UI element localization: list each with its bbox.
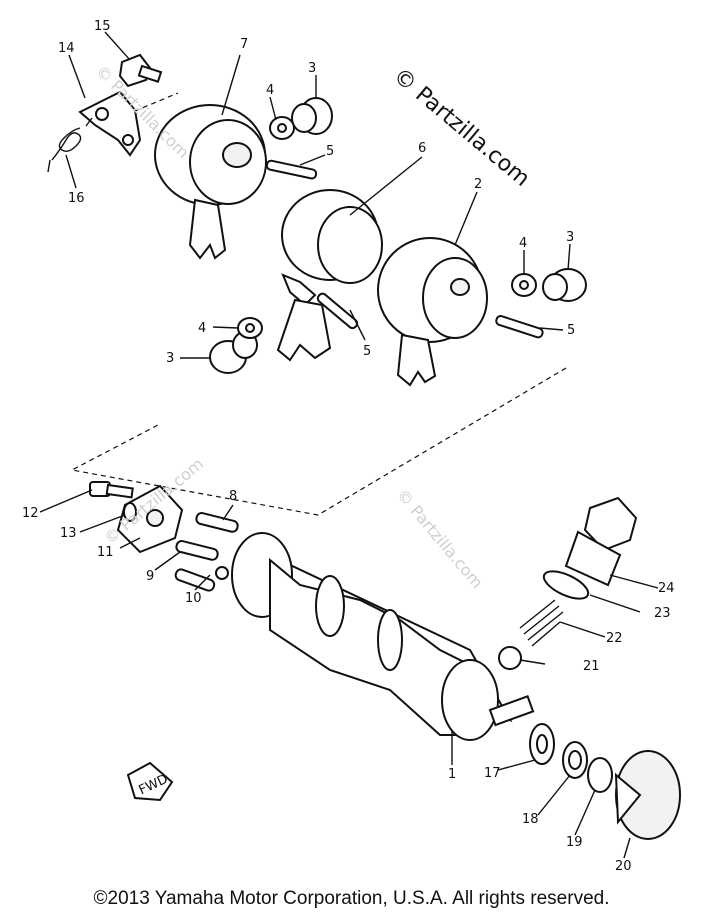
ball-21 (498, 646, 522, 670)
roller-4-left (237, 317, 263, 339)
gasket-23 (542, 570, 590, 600)
clip-19 (587, 757, 613, 793)
callout-2: 2 (474, 177, 482, 192)
roller-4-top (269, 116, 295, 140)
callout-15: 15 (94, 19, 111, 34)
cover-20 (614, 750, 681, 840)
callout-22: 22 (606, 631, 623, 646)
callout-21: 21 (583, 659, 600, 674)
pin-5-right (495, 315, 544, 339)
shift-fork-2 (377, 237, 488, 387)
callout-leaders (39, 31, 659, 859)
bolt-15 (118, 53, 163, 88)
cam-roller-3-right (542, 268, 587, 302)
spring-16 (47, 117, 93, 173)
callout-23: 23 (654, 606, 671, 621)
callout-11: 11 (97, 545, 114, 560)
shift-drum-1 (231, 532, 535, 741)
screw-12 (89, 481, 134, 499)
fwd-arrow-icon: FWD (126, 761, 174, 802)
pin-5-top (265, 159, 318, 180)
shift-fork-6 (276, 189, 383, 362)
callout-5-mid: 5 (363, 344, 371, 359)
callout-18: 18 (522, 812, 539, 827)
shift-fork-7 (154, 104, 267, 260)
callout-3-top: 3 (308, 61, 316, 76)
callout-10: 10 (185, 591, 202, 606)
callout-1: 1 (448, 767, 456, 782)
callout-numbers: 7 6 2 3 4 5 4 3 5 4 3 5 14 15 16 8 9 10 … (22, 19, 675, 874)
bearing-18 (562, 741, 588, 779)
shift-lever-14 (78, 90, 142, 157)
dowel-pin-9 (175, 540, 219, 561)
roller-4-right (511, 273, 537, 297)
cam-roller-3-top (291, 97, 333, 135)
callout-6: 6 (418, 141, 426, 156)
callout-9: 9 (146, 569, 154, 584)
washer-13 (123, 502, 137, 522)
dowel-pin-10 (174, 566, 229, 592)
callout-3-left: 3 (166, 351, 174, 366)
callout-20: 20 (615, 859, 632, 874)
callout-5-top: 5 (326, 144, 334, 159)
copyright-notice: ©2013 Yamaha Motor Corporation, U.S.A. A… (93, 888, 610, 909)
callout-24: 24 (658, 581, 675, 596)
dowel-pin-8 (195, 512, 239, 533)
callout-4-right: 4 (519, 236, 527, 251)
callout-19: 19 (566, 835, 583, 850)
shift-cam-plate-11 (116, 484, 184, 554)
pin-5-mid (316, 292, 359, 330)
callout-5-right: 5 (567, 323, 575, 338)
callout-4-top: 4 (266, 83, 274, 98)
spring-22 (519, 599, 564, 647)
callout-3-right: 3 (566, 230, 574, 245)
callout-12: 12 (22, 506, 39, 521)
callout-16: 16 (68, 191, 85, 206)
plug-24 (564, 496, 638, 587)
watermark-top: © Partzilla.com (388, 63, 534, 191)
callout-4-left: 4 (198, 321, 206, 336)
callout-17: 17 (484, 766, 501, 781)
callout-13: 13 (60, 526, 77, 541)
watermark-lower: © Partzilla.com (393, 485, 487, 592)
callout-7: 7 (240, 37, 248, 52)
callout-8: 8 (229, 489, 237, 504)
callout-14: 14 (58, 41, 75, 56)
washer-17 (529, 723, 555, 765)
